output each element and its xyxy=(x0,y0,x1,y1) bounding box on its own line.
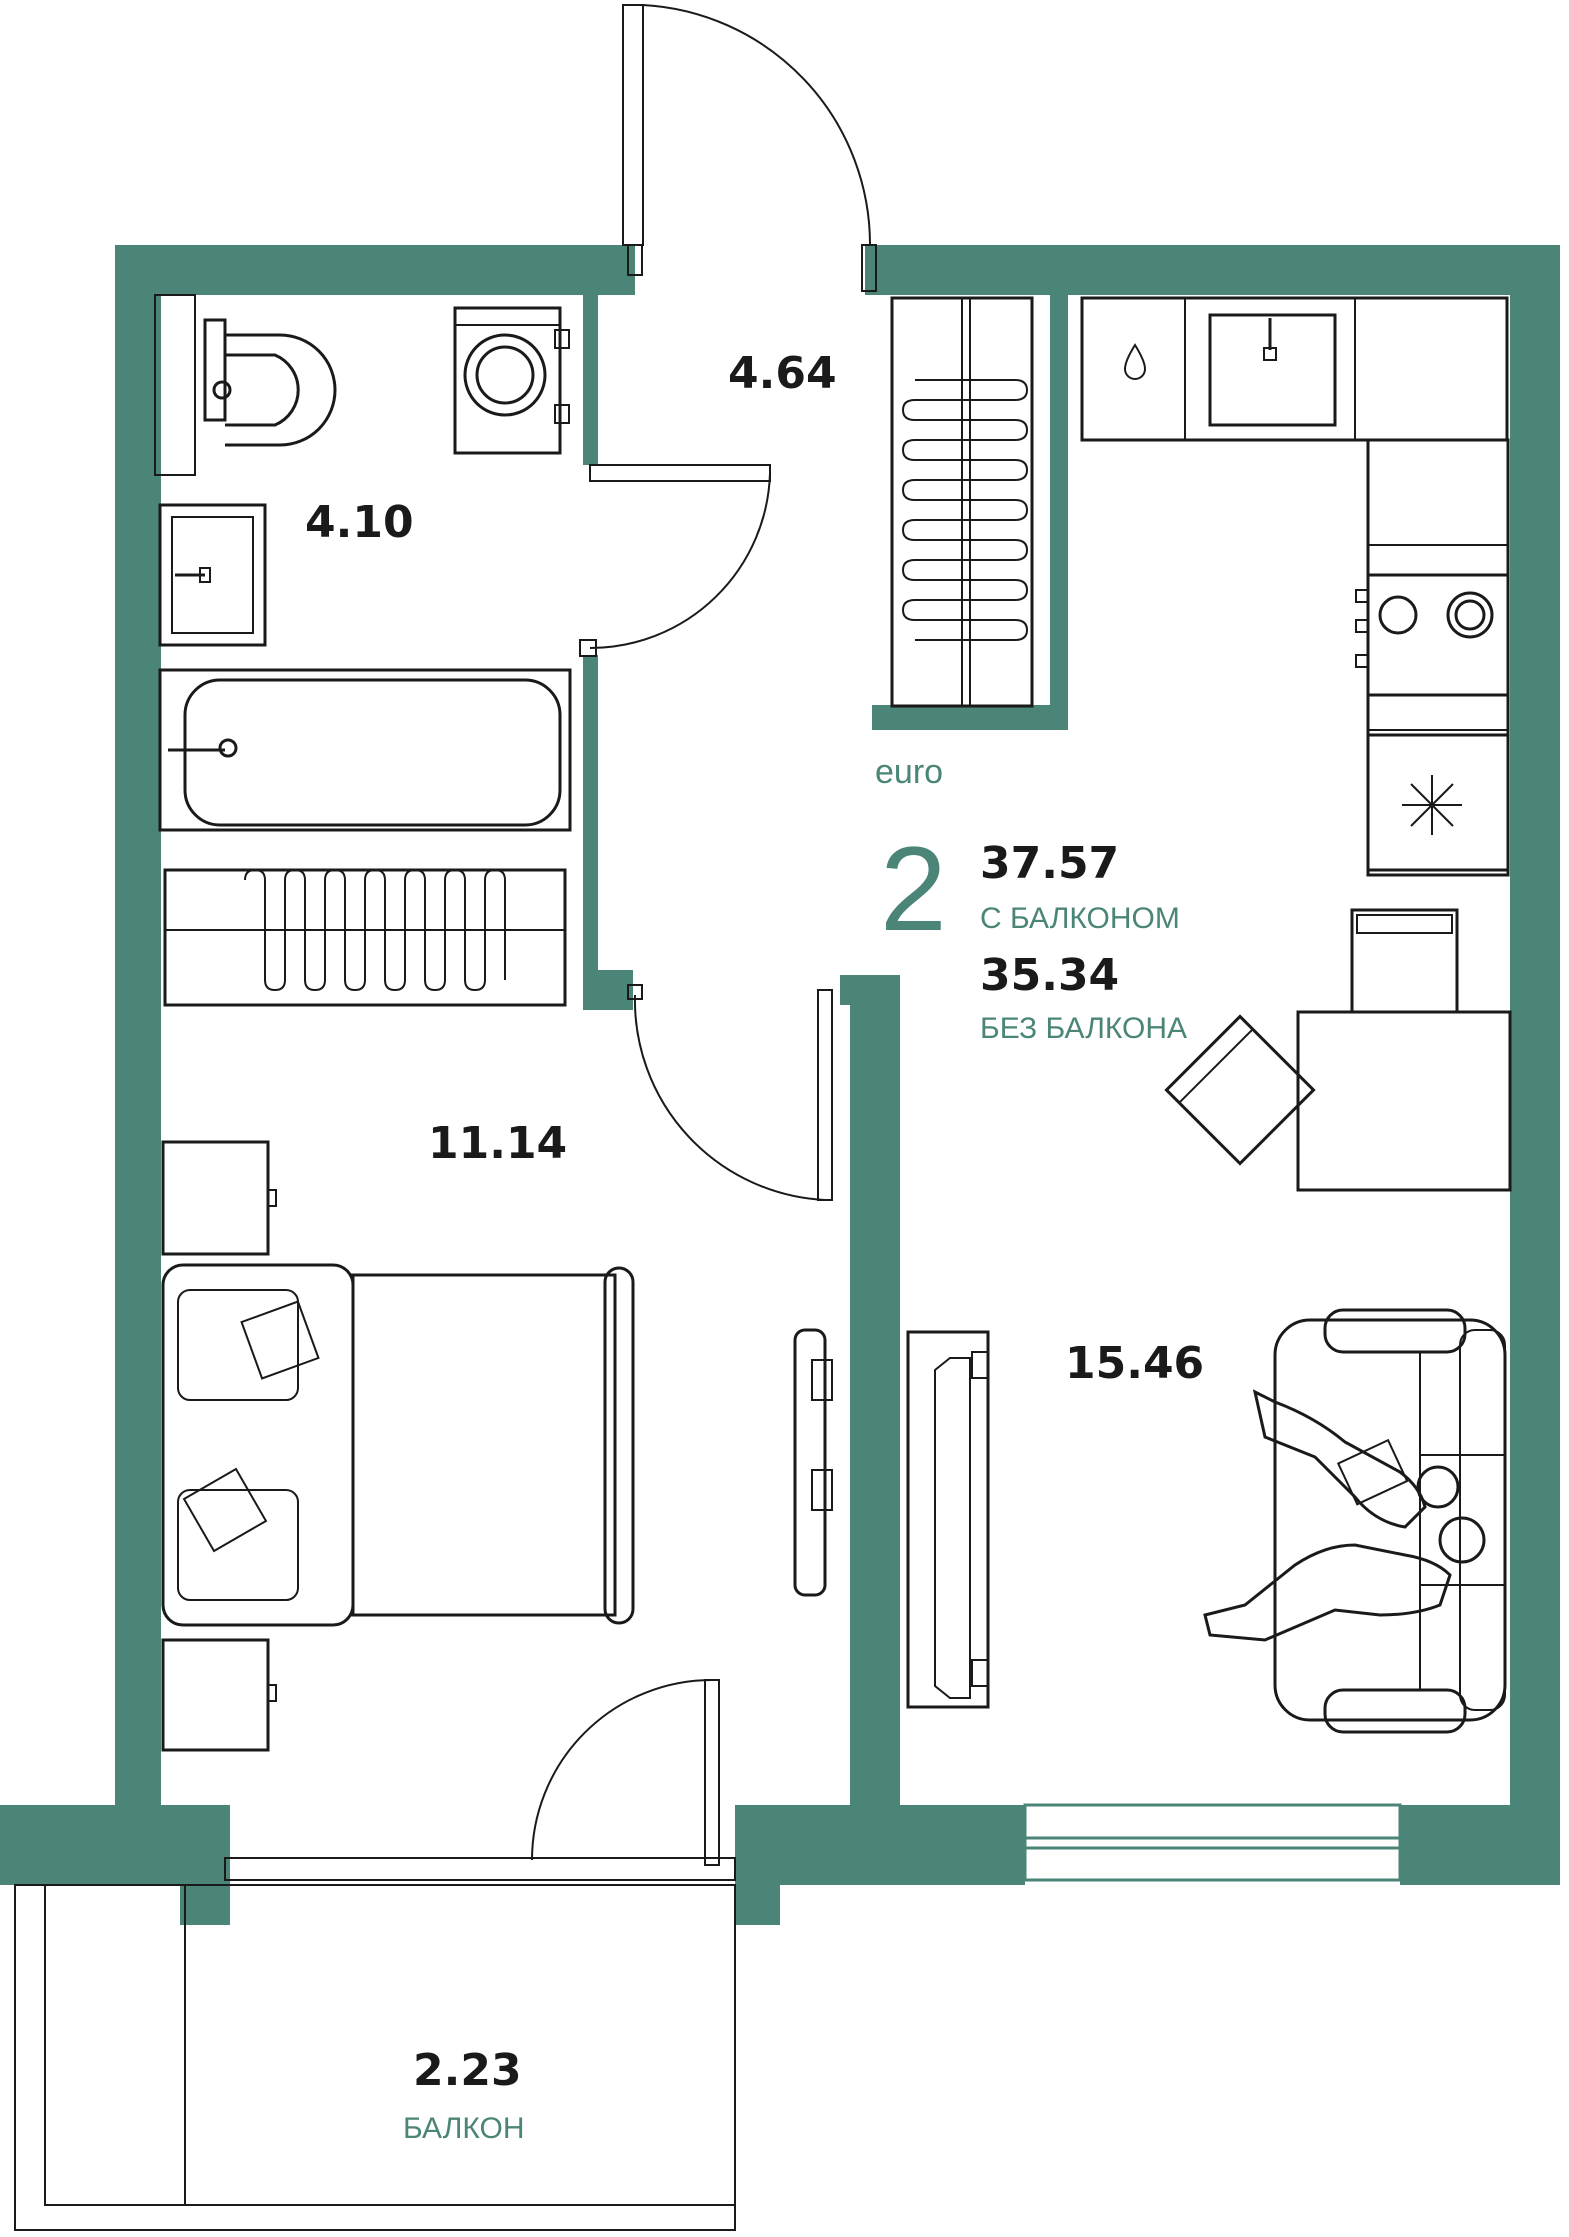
entrance-door-leaf xyxy=(622,4,644,246)
bedroom-door-leaf xyxy=(817,989,833,1201)
dining-table-icon xyxy=(1296,1010,1512,1192)
wall-bottom-left-jamb xyxy=(180,1805,230,1925)
room-area-living: 15.46 xyxy=(1065,1338,1204,1389)
bedroom-tv-icon xyxy=(793,1328,833,1597)
wall-bottom-middle-jamb xyxy=(735,1805,780,1925)
balcony-rail-inner xyxy=(44,1884,736,2206)
bedroom-door-swing xyxy=(633,994,826,1201)
kitchen-fixtures xyxy=(1080,296,1510,877)
laundry-rack-icon xyxy=(163,868,567,1007)
apartment-type-label: euro xyxy=(875,753,943,791)
entrance-door-swing xyxy=(642,4,872,246)
chair-icon-2 xyxy=(1164,1014,1316,1166)
wall-right xyxy=(1510,245,1560,1885)
stove-icon xyxy=(1355,573,1510,697)
nightstand-icon-2 xyxy=(161,1638,277,1752)
wall-wardrobe-bottom xyxy=(872,705,1068,730)
room-area-balcony: 2.23 xyxy=(413,2045,522,2096)
snowflake-icon xyxy=(1402,775,1462,835)
wall-center xyxy=(850,975,900,1875)
kitchen-sink-icon xyxy=(1208,313,1337,427)
wall-top-right xyxy=(865,245,1525,295)
people-icon xyxy=(1203,1389,1486,1642)
bathroom-fixtures xyxy=(154,294,572,1007)
sofa-icon xyxy=(1273,1308,1507,1734)
toilet-icon xyxy=(203,318,337,447)
tv-icon xyxy=(906,1330,990,1709)
room-area-hallway: 4.64 xyxy=(728,348,837,399)
balcony-door-swing xyxy=(531,1679,713,1861)
balcony-door-leaf xyxy=(704,1679,720,1866)
balcony-label: БАЛКОН xyxy=(403,2112,525,2145)
fridge-icon xyxy=(1366,733,1510,877)
wall-wardrobe-right xyxy=(1050,290,1068,730)
wall-left xyxy=(115,245,161,1810)
chair-icon xyxy=(1350,908,1459,1014)
total-area: 37.57 xyxy=(980,838,1119,889)
bed-icon xyxy=(161,1263,635,1627)
bedroom-furniture xyxy=(161,1140,833,1752)
wall-bottom-right xyxy=(1400,1805,1560,1885)
room-count: 2 xyxy=(880,822,947,956)
net-area: 35.34 xyxy=(980,950,1119,1001)
bathroom-door-leaf xyxy=(589,464,771,482)
room-area-bathroom: 4.10 xyxy=(305,497,414,548)
wall-center-top xyxy=(840,975,900,1005)
wall-bathroom-right xyxy=(583,290,598,465)
bathtub-icon xyxy=(158,668,572,832)
washing-machine-icon xyxy=(453,306,570,455)
walls xyxy=(0,245,1560,1925)
balcony-rail-outer xyxy=(14,1884,736,2231)
wall-bathroom-right-lower xyxy=(583,655,598,980)
wall-bathroom-bottom xyxy=(583,970,633,1010)
total-area-caption: С БАЛКОНОМ xyxy=(980,902,1180,935)
window-living xyxy=(1023,1803,1402,1882)
bathroom-door-swing xyxy=(589,472,771,649)
cistern xyxy=(154,294,196,476)
sink-icon xyxy=(158,503,267,647)
water-drop-icon xyxy=(1123,343,1147,380)
balcony xyxy=(14,1857,736,2231)
nightstand-icon xyxy=(161,1140,277,1256)
doors xyxy=(531,4,877,1866)
wardrobe-icon xyxy=(890,296,1034,708)
wall-top-left xyxy=(115,245,635,295)
net-area-caption: БЕЗ БАЛКОНА xyxy=(980,1012,1187,1045)
room-area-bedroom: 11.14 xyxy=(428,1118,567,1169)
